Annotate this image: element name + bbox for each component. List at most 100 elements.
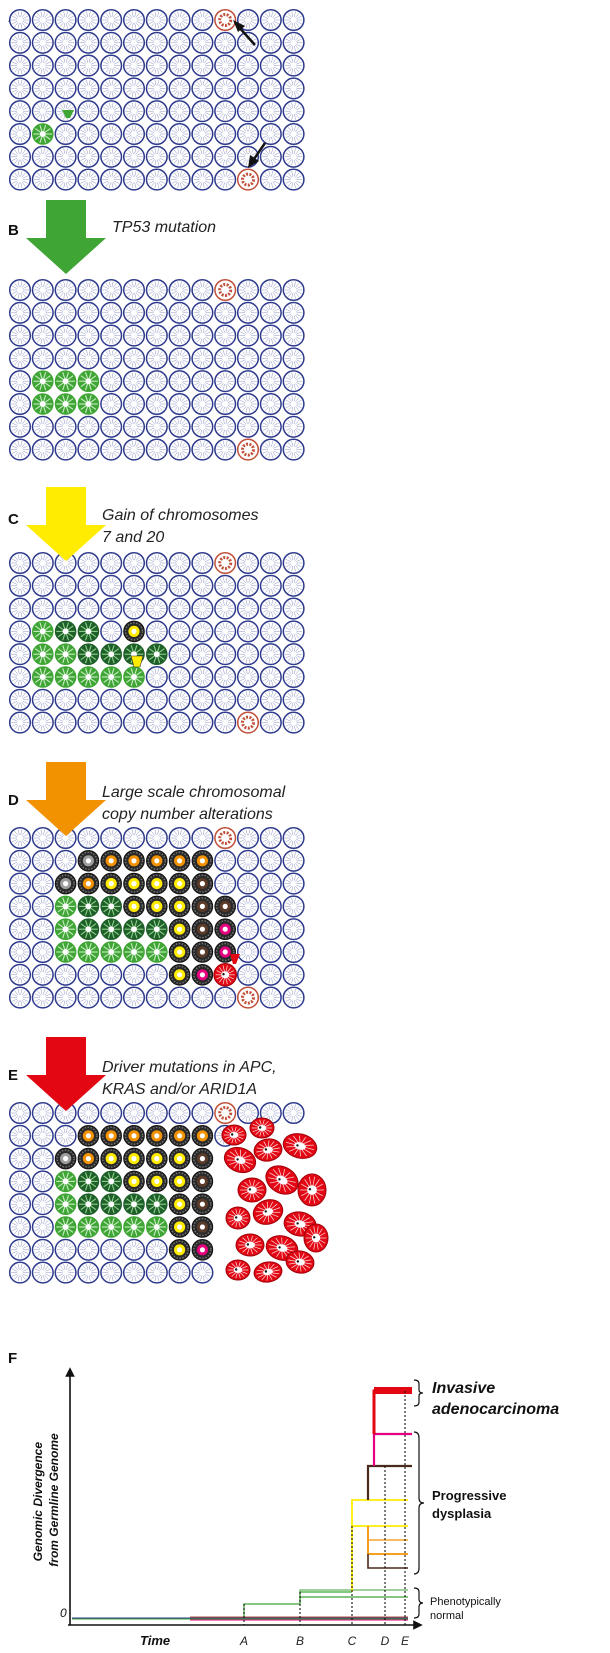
normal-crypt	[145, 301, 168, 324]
timeline-diagram: Genomic Divergence from Germline Genome …	[31, 1367, 559, 1648]
tp53-gain-crypt	[77, 1170, 100, 1193]
normal-crypt	[282, 122, 305, 146]
normal-crypt	[191, 643, 214, 666]
normal-crypt	[122, 100, 146, 123]
normal-crypt	[145, 711, 168, 734]
tp53-crypt	[54, 1170, 77, 1193]
cna-crypt-orange	[123, 850, 145, 872]
normal-crypt	[31, 31, 54, 54]
tumour-crypt	[252, 1199, 284, 1225]
normal-crypt	[214, 145, 237, 168]
normal-crypt	[259, 324, 282, 347]
normal-crypt	[8, 551, 32, 575]
normal-crypt	[282, 54, 305, 77]
normal-crypt	[100, 145, 123, 168]
normal-crypt	[122, 168, 146, 191]
normal-crypt	[122, 1261, 146, 1284]
normal-crypt	[54, 415, 77, 438]
stage-label-line: Phenotypically	[430, 1596, 501, 1608]
normal-crypt	[8, 54, 32, 77]
normal-crypt	[31, 826, 54, 850]
normal-crypt	[259, 438, 282, 461]
normal-crypt	[236, 620, 260, 643]
normal-crypt	[77, 986, 100, 1009]
founder-crypt	[236, 986, 260, 1009]
normal-crypt	[191, 347, 214, 370]
founder-crypt	[214, 826, 237, 850]
normal-crypt	[8, 278, 32, 302]
founder-crypt	[214, 8, 237, 32]
arrow-caption-line: Large scale chromosomal	[102, 784, 286, 801]
tp53-crypt	[77, 393, 100, 415]
y-axis-label-line: from Germline Genome	[47, 1433, 61, 1567]
normal-crypt	[54, 77, 77, 100]
arrow-caption-line: KRAS and/or ARID1A	[102, 1081, 257, 1098]
normal-crypt	[8, 849, 32, 872]
big-arrow-tp53	[26, 200, 106, 274]
normal-crypt	[77, 278, 100, 302]
cna-crypt-dark	[191, 872, 214, 895]
normal-crypt	[236, 31, 260, 54]
normal-crypt	[214, 574, 237, 597]
normal-crypt	[168, 122, 191, 146]
big-arrow-driver	[26, 1037, 106, 1111]
cna-crypt-orange	[100, 1125, 122, 1147]
tp53-crypt	[146, 1216, 168, 1238]
normal-crypt	[8, 324, 32, 347]
normal-crypt	[282, 1101, 305, 1125]
tp53-gain-crypt	[100, 643, 122, 666]
normal-crypt	[259, 370, 282, 393]
normal-crypt	[191, 122, 214, 146]
cna-crypt-yellow	[123, 1170, 145, 1193]
cna-crypt-orange	[146, 850, 168, 872]
normal-crypt	[145, 145, 168, 168]
normal-crypt	[122, 438, 146, 461]
tp53-crypt	[123, 666, 145, 688]
cna-crypt-orange	[77, 872, 100, 895]
normal-crypt	[145, 31, 168, 54]
normal-crypt	[77, 1238, 100, 1261]
normal-crypt	[191, 168, 214, 191]
normal-crypt	[54, 688, 77, 711]
normal-crypt	[236, 918, 260, 941]
normal-crypt	[191, 370, 214, 393]
normal-crypt	[191, 77, 214, 100]
x-axis-label: Time	[140, 1633, 170, 1648]
normal-crypt	[122, 278, 146, 302]
normal-crypt	[8, 1170, 32, 1193]
normal-crypt	[77, 711, 100, 734]
tp53-crypt	[77, 666, 100, 688]
normal-crypt	[236, 347, 260, 370]
time-point-label: E	[401, 1634, 410, 1648]
normal-crypt	[31, 688, 54, 711]
tp53-crypt	[54, 666, 77, 688]
normal-crypt	[8, 597, 32, 620]
normal-crypt	[31, 77, 54, 100]
normal-crypt	[259, 665, 282, 689]
normal-crypt	[100, 826, 123, 850]
normal-crypt	[100, 278, 123, 302]
normal-crypt	[282, 849, 305, 872]
panel-label-d: D	[8, 792, 19, 809]
normal-crypt	[259, 8, 282, 32]
tp53-crypt	[54, 1193, 77, 1215]
panel-label-f: F	[8, 1350, 17, 1367]
stage-label-normal: Phenotypically normal	[430, 1596, 504, 1622]
cna-crypt-yellow	[168, 918, 191, 941]
normal-crypt	[145, 1261, 168, 1284]
normal-crypt	[214, 438, 237, 461]
normal-crypt	[168, 574, 191, 597]
normal-crypt	[168, 438, 191, 461]
normal-crypt	[100, 711, 123, 734]
tp53-crypt	[100, 666, 122, 688]
normal-crypt	[168, 145, 191, 168]
cna-crypt-yellow	[168, 1147, 191, 1170]
normal-crypt	[8, 1261, 32, 1284]
normal-crypt	[31, 1261, 54, 1284]
normal-crypt	[31, 1215, 54, 1239]
normal-crypt	[8, 145, 32, 168]
cna-crypt-orange	[168, 1125, 191, 1147]
normal-crypt	[214, 370, 237, 393]
normal-crypt	[8, 986, 32, 1009]
tumour-crypt	[237, 1177, 267, 1203]
